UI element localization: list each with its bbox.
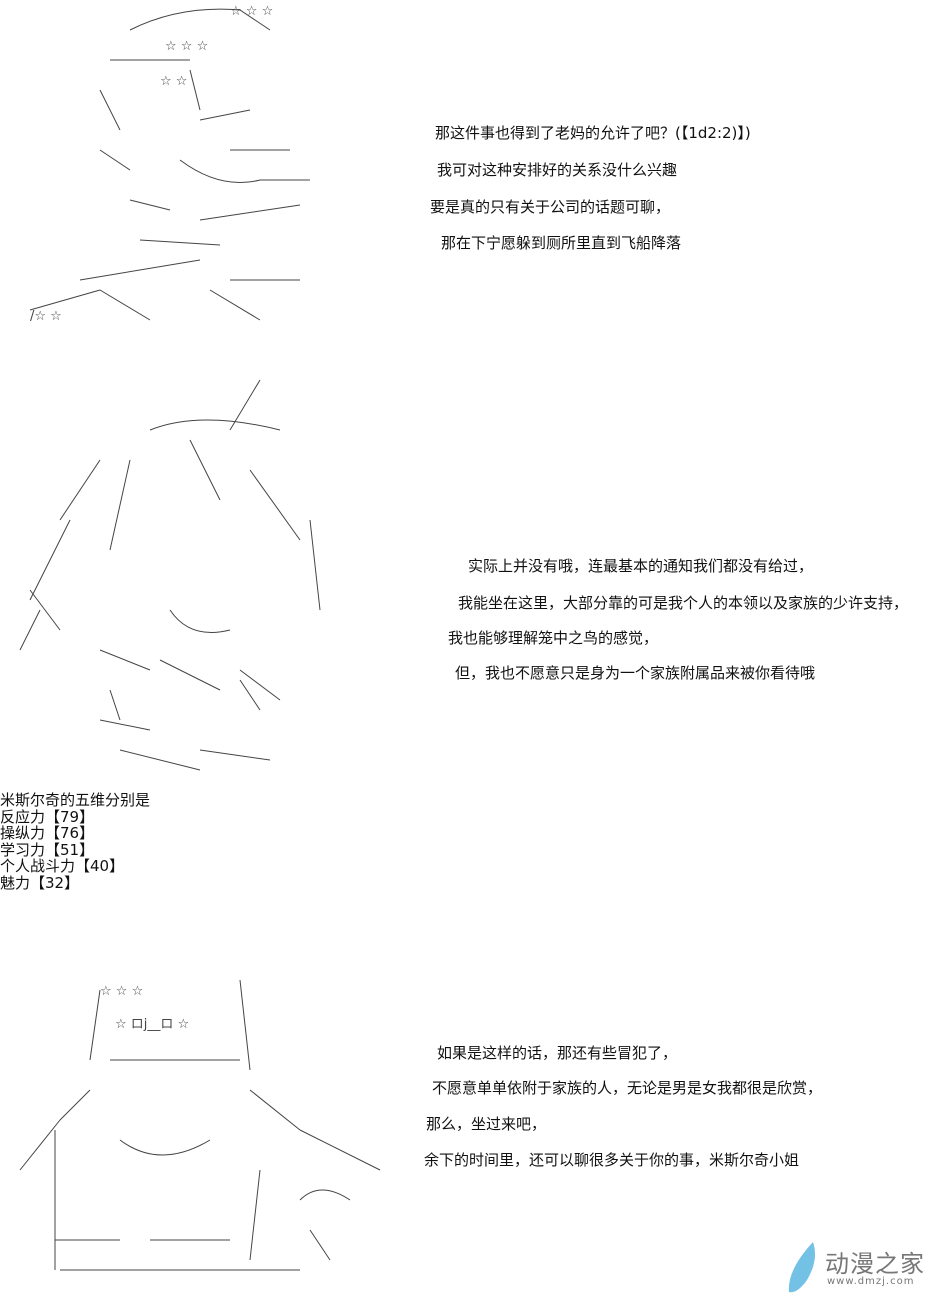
ascii-art-character-1: ☆ ☆ ☆ ☆ ☆ ☆ ☆ ☆ /☆ ☆ [29, 4, 310, 324]
stats-block: 米斯尔奇的五维分别是 反应力【79】 操纵力【76】 学习力【51】 个人战斗力… [0, 792, 150, 891]
dialogue-line: 那么，坐过来吧， [426, 1115, 547, 1133]
stat-item: 反应力【79】 [0, 807, 95, 826]
dialogue-line: 我能坐在这里，大部分靠的可是我个人的本领以及家族的少许支持， [458, 594, 909, 612]
dialogue-line: 我可对这种安排好的关系没什么兴趣 [437, 161, 678, 179]
watermark-url: www.dmzj.com [827, 1276, 915, 1287]
dialogue-line: 余下的时间里，还可以聊很多关于你的事，米斯尔奇小姐 [424, 1151, 800, 1169]
stats-title: 米斯尔奇的五维分别是 [0, 791, 151, 809]
dialogue-line: 那在下宁愿躲到厕所里直到飞船降落 [441, 234, 682, 252]
svg-text:☆ ☆ ☆: ☆ ☆ ☆ [100, 984, 143, 999]
stat-item: 魅力【32】 [0, 873, 80, 892]
ascii-art-character-2 [19, 379, 321, 771]
svg-text:/☆ ☆: /☆ ☆ [30, 309, 62, 324]
stat-item: 个人战斗力【40】 [0, 857, 125, 875]
dialogue-line: 如果是这样的话，那还有些冒犯了， [437, 1044, 678, 1062]
dialogue-line: 但，我也不愿意只是身为一个家族附属品来被你看待哦 [455, 664, 816, 682]
stat-item: 操纵力【76】 [0, 824, 95, 842]
watermark-name: 动漫之家 [825, 1250, 925, 1278]
feather-icon [788, 1242, 815, 1293]
stat-item: 学习力【51】 [0, 840, 95, 859]
svg-text:☆ ☆ ☆: ☆ ☆ ☆ [165, 39, 208, 54]
dialogue-line: 那这件事也得到了老妈的允许了吧？(【1d2:2)】) [435, 124, 751, 142]
dialogue-line: 实际上并没有哦，连最基本的通知我们都没有给过， [468, 557, 814, 575]
svg-text:☆ ☆ ☆: ☆ ☆ ☆ [230, 4, 273, 19]
ascii-art-character-3: ☆ ☆ ☆ ☆ ロj__ロ ☆ [19, 979, 381, 1271]
dialogue-line: 要是真的只有关于公司的话题可聊， [430, 198, 671, 216]
watermark-logo: 动漫之家 www.dmzj.com [785, 1240, 935, 1300]
dialogue-line: 我也能够理解笼中之鸟的感觉， [448, 629, 659, 647]
svg-text:☆ ☆: ☆ ☆ [160, 74, 187, 89]
svg-text:☆ ロj__ロ ☆: ☆ ロj__ロ ☆ [115, 1017, 189, 1032]
dialogue-line: 不愿意单单依附于家族的人，无论是男是女我都很是欣赏， [432, 1079, 823, 1097]
